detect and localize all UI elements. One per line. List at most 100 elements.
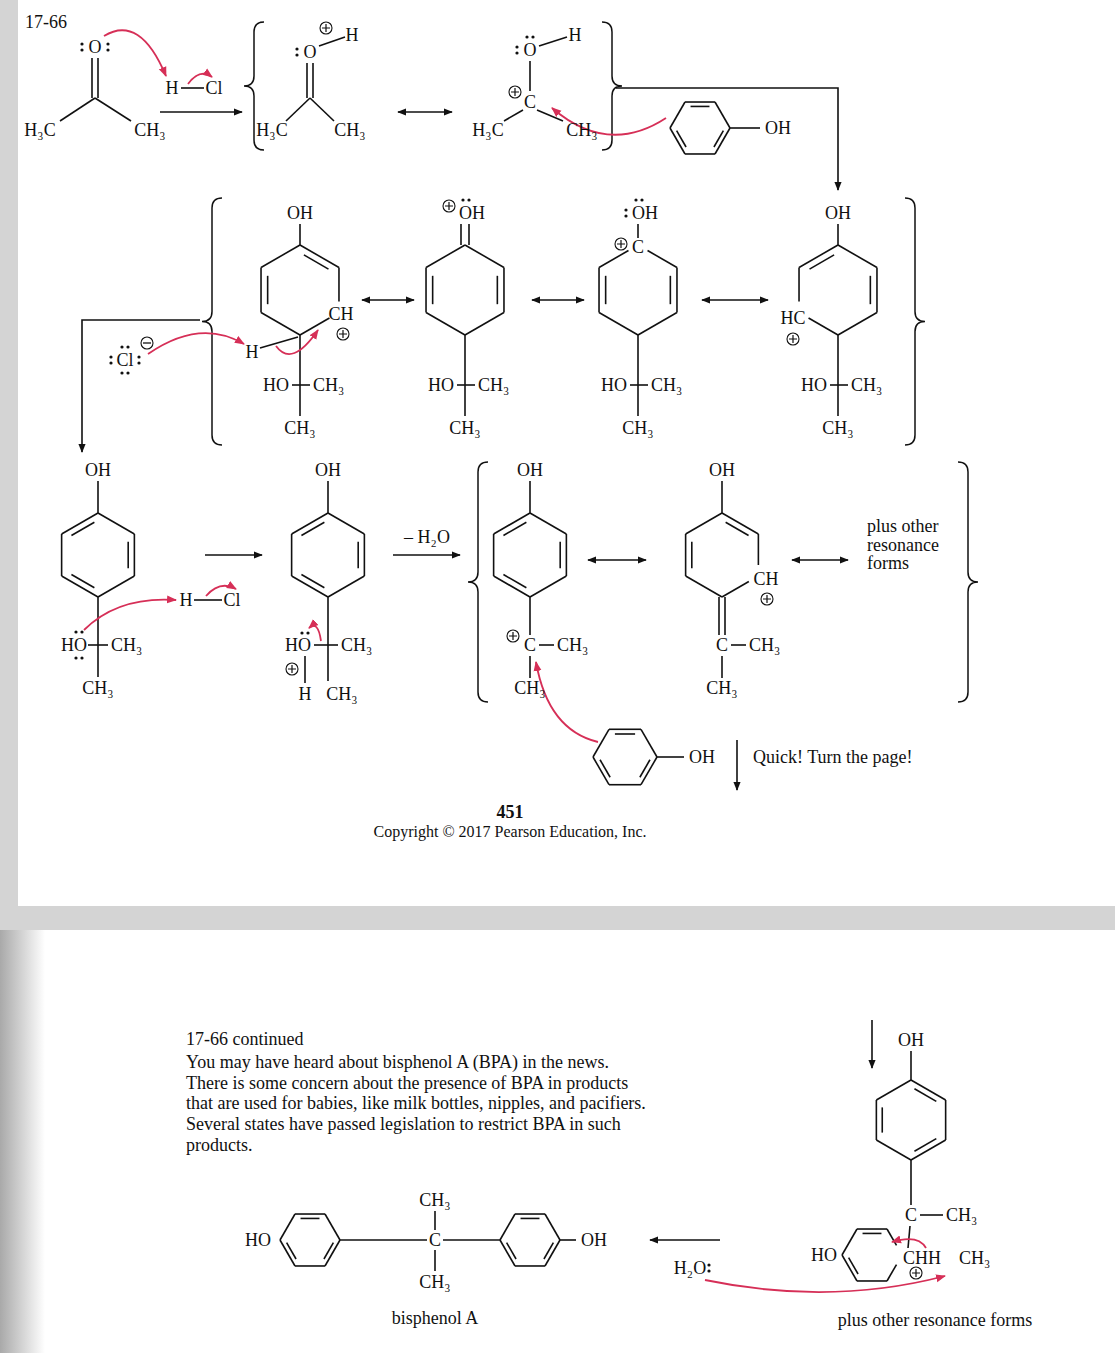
ring-bond <box>598 268 600 313</box>
lone-pair <box>461 198 470 201</box>
ring-bond <box>599 251 628 268</box>
bond-line <box>537 110 563 121</box>
ring-bond <box>648 251 677 268</box>
atom-label: CH₃ <box>333 121 366 140</box>
bond-line <box>529 481 531 513</box>
atom-label: H <box>165 79 180 98</box>
atom-label: CH₃ <box>340 636 373 655</box>
atom-label: CH₃ <box>513 679 546 698</box>
bond-line <box>312 63 314 98</box>
resonance-arrow <box>362 299 414 301</box>
atom-label: H <box>345 26 360 45</box>
atom-label: CH₃ <box>958 1249 991 1268</box>
ring-double-bond <box>605 276 607 304</box>
problem-number: 17-66 <box>24 13 68 32</box>
bond-line <box>327 481 329 513</box>
resonance-arrow <box>532 299 584 301</box>
ring-double-bond <box>544 1243 553 1259</box>
note-text: plus other resonance forms <box>837 1311 1033 1330</box>
reaction-condition: – H₂O <box>403 528 451 547</box>
negative-charge <box>141 337 153 349</box>
ring-bond <box>876 1140 911 1160</box>
ring-bond <box>300 318 329 335</box>
bond-line <box>721 481 723 513</box>
reaction-arrow <box>871 1020 873 1068</box>
ring-bond <box>641 729 657 757</box>
ring-double-bond <box>304 255 329 269</box>
lone-pair <box>106 42 109 51</box>
bond-line <box>97 58 99 98</box>
bond-line <box>194 599 222 601</box>
ring-bond <box>599 313 638 336</box>
ring-double-bond <box>357 542 359 568</box>
electron-arrow <box>148 333 244 354</box>
ring-bond <box>98 513 134 534</box>
atom-label: OH <box>314 461 342 480</box>
atom-label: OH <box>824 204 852 223</box>
bond-line <box>837 224 839 245</box>
page-panel <box>18 0 1115 906</box>
bond-line <box>460 224 462 245</box>
ring-bond <box>328 513 364 534</box>
resonance-bracket <box>958 462 978 702</box>
atom-label: OH <box>458 204 486 223</box>
ring-double-bond <box>914 1139 936 1152</box>
body-paragraph: You may have heard about bisphenol A (BP… <box>185 1052 652 1155</box>
ring-double-bond <box>324 1243 333 1259</box>
ring-bond <box>876 1100 878 1140</box>
atom-label: CH₃ <box>110 636 143 655</box>
atom-label: CHH <box>902 1249 942 1268</box>
ring-bond <box>857 1228 887 1230</box>
atom-label: CH₃ <box>283 419 316 438</box>
lone-pair <box>137 355 140 364</box>
reaction-arrow <box>205 554 262 556</box>
ring-double-bond <box>640 760 650 777</box>
bond-line <box>97 481 99 513</box>
bond-line <box>304 656 306 683</box>
ring-double-bond <box>691 106 710 108</box>
atom-label: OH <box>897 1031 925 1050</box>
ring-double-bond <box>267 276 269 304</box>
ring-bond <box>798 268 800 302</box>
lone-pair <box>109 355 112 364</box>
atom-label: C <box>428 1231 442 1250</box>
atom-label: CH₃ <box>621 419 654 438</box>
atom-label: CH₃ <box>705 679 738 698</box>
atom-label: CH₃ <box>133 121 166 140</box>
ring-bond <box>426 245 465 268</box>
electron-arrow <box>84 600 176 630</box>
atom-label: OH <box>688 748 716 767</box>
atom-label: H <box>568 26 583 45</box>
bond-line <box>920 1214 943 1216</box>
atom-label: CH₃ <box>565 121 598 140</box>
atom-label: CH₃ <box>312 376 345 395</box>
bond-line <box>529 597 531 635</box>
atom-label: HC <box>779 309 806 328</box>
ring-double-bond <box>503 575 526 588</box>
bond-line <box>910 1160 912 1205</box>
ring-bond <box>61 534 63 576</box>
atom-label: OH <box>631 204 659 223</box>
ring-bond <box>838 313 877 336</box>
ring-double-bond <box>849 1258 858 1274</box>
bond-line <box>464 335 466 416</box>
bond-line <box>260 337 298 348</box>
lone-pair <box>80 42 83 51</box>
ring-double-bond <box>691 542 693 568</box>
ring-double-bond <box>432 276 434 304</box>
bond-line <box>340 1239 427 1241</box>
ring-bond <box>530 576 566 597</box>
ring-bond <box>686 576 722 597</box>
ring-bond <box>328 576 364 597</box>
ring-bond <box>715 102 730 128</box>
resonance-arrow <box>702 299 768 301</box>
lone-pair <box>74 656 83 659</box>
ring-double-bond <box>870 276 872 304</box>
ring-bond <box>261 245 300 268</box>
lone-pair <box>707 1263 710 1272</box>
ring-bond <box>722 582 749 598</box>
ring-double-bond <box>71 575 94 588</box>
ring-bond <box>295 1265 325 1267</box>
positive-charge <box>787 333 799 345</box>
ring-bond <box>530 513 566 534</box>
